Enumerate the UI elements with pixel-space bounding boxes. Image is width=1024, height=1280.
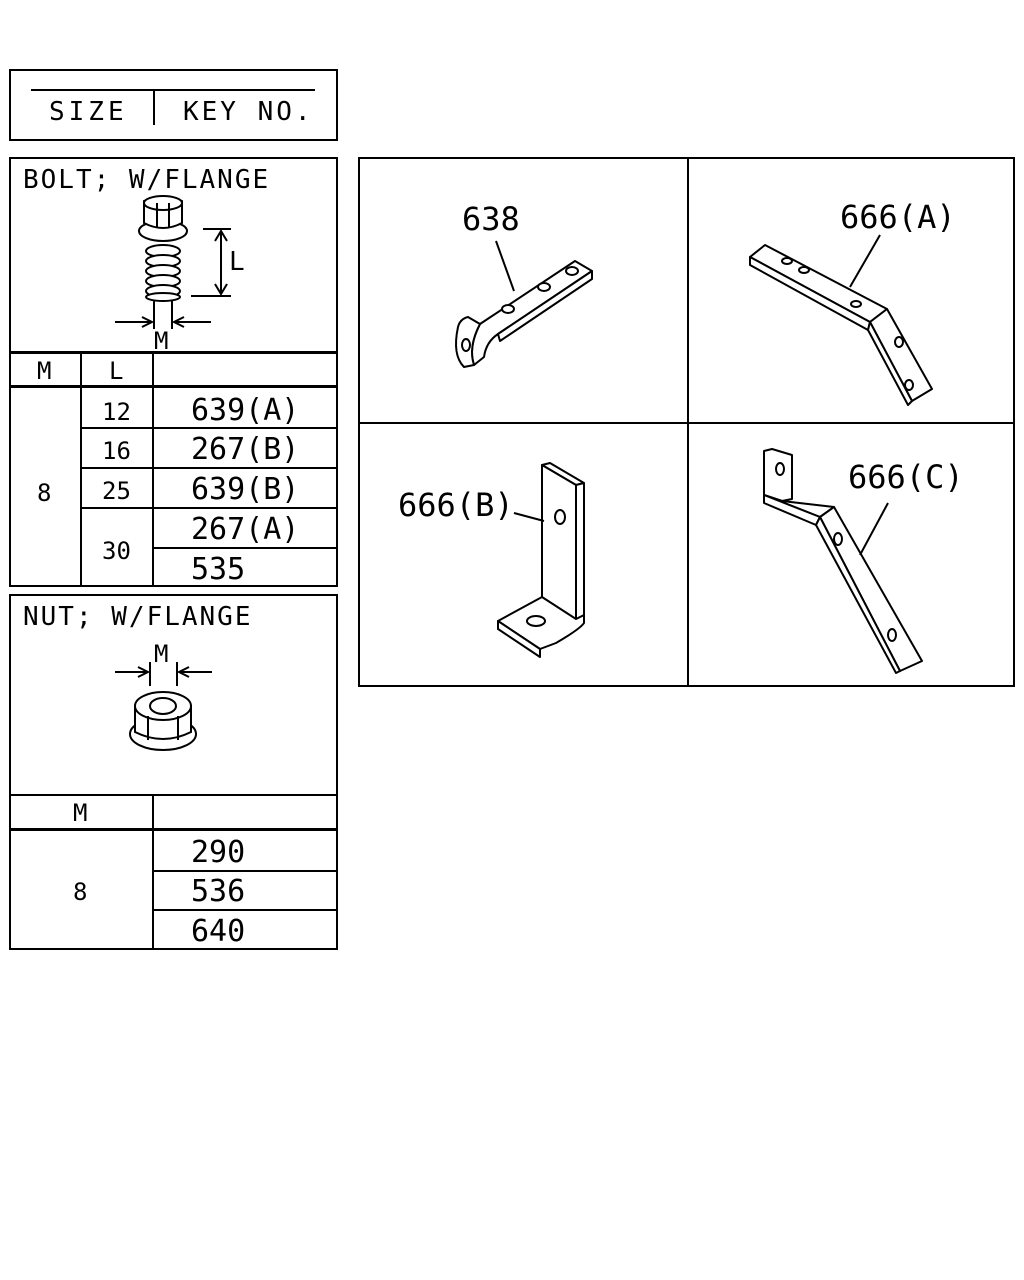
key-no-header-label: KEY NO. [183, 97, 314, 127]
bolt-key-no: 639(B) [191, 472, 300, 507]
bracket-666b-drawing [497, 462, 585, 658]
bolt-dim-m-label: M [154, 327, 169, 355]
part-label-638: 638 [462, 200, 520, 238]
size-key-header: SIZE KEY NO. [9, 69, 338, 141]
bracket-666a-drawing [749, 244, 933, 406]
bolt-l-value: 16 [102, 437, 131, 465]
nut-col-m: M [73, 799, 88, 827]
bolt-col-m: M [37, 357, 52, 385]
flange-nut-drawing [115, 662, 212, 751]
nut-key-no: 536 [191, 874, 246, 909]
nut-table: NUT; W/FLANGE M M 8 290 536 640 [9, 594, 338, 950]
bolt-table: BOLT; W/FLANGE [9, 157, 338, 587]
part-label-666b: 666(B) [398, 486, 514, 524]
leader-line [849, 234, 881, 288]
nut-key-no: 290 [191, 835, 246, 870]
bolt-m-value: 8 [37, 479, 52, 507]
bolt-key-no: 535 [191, 552, 246, 587]
size-header-label: SIZE [49, 97, 128, 127]
bolt-title: BOLT; W/FLANGE [23, 165, 271, 195]
bracket-638-drawing [455, 260, 593, 368]
leader-line [859, 502, 889, 556]
bolt-key-no: 267(A) [191, 512, 300, 547]
leader-line [495, 240, 515, 292]
leader-line [513, 512, 545, 522]
part-label-666a: 666(A) [840, 198, 956, 236]
bolt-l-value: 30 [102, 537, 131, 565]
nut-dim-m-label: M [154, 640, 169, 668]
nut-title: NUT; W/FLANGE [23, 602, 253, 632]
bracket-drawings [455, 234, 933, 674]
bracket-666c-drawing [763, 448, 923, 674]
nut-key-no: 640 [191, 914, 246, 949]
bolt-l-value: 25 [102, 477, 131, 505]
flange-bolt-drawing [115, 195, 231, 329]
bolt-key-no: 639(A) [191, 393, 300, 428]
parts-grid: 638 666(A) 666(B) 666(C) [358, 157, 1015, 687]
bolt-col-l: L [109, 357, 124, 385]
bolt-dim-l-label: L [229, 247, 245, 277]
part-label-666c: 666(C) [848, 458, 964, 496]
nut-m-value: 8 [73, 878, 88, 906]
bolt-l-value: 12 [102, 398, 131, 426]
bolt-key-no: 267(B) [191, 432, 300, 467]
